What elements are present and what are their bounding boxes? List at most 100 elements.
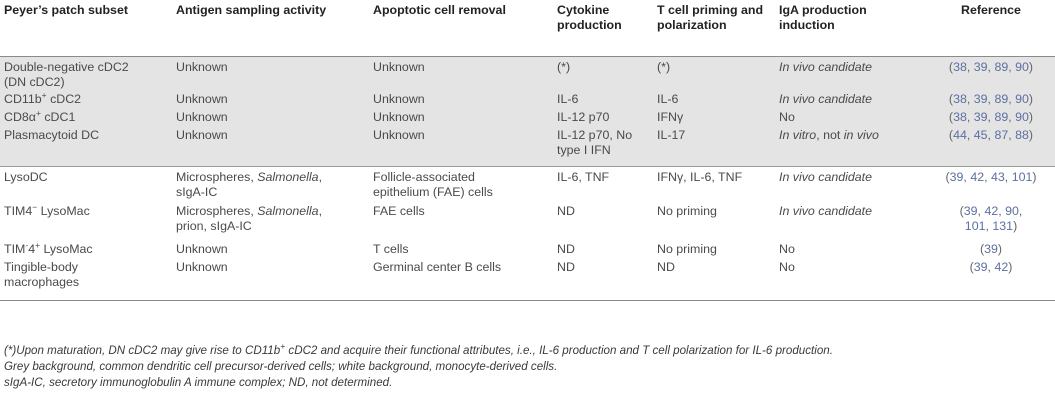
cell-apoptotic: Unknown bbox=[369, 92, 553, 110]
cell-reference: (39, 42, 43, 101) bbox=[945, 169, 1037, 184]
footnote-background: Grey background, common dendritic cell p… bbox=[4, 360, 558, 373]
reference-link[interactable]: 89 bbox=[994, 59, 1009, 74]
cell-tcell: IL-17 bbox=[653, 128, 775, 167]
cell-tcell: IL-6 bbox=[653, 92, 775, 110]
table-row: TIM-4+ LysoMac Unknown T cells ND No pri… bbox=[0, 239, 1055, 260]
cell-iga: In vivo candidate bbox=[775, 92, 927, 110]
reference-link[interactable]: 89 bbox=[994, 92, 1009, 106]
cell-subset: LysoDC bbox=[4, 169, 48, 184]
cell-reference: (38, 39, 89, 90) bbox=[927, 110, 1055, 128]
table-row: LysoDC Microspheres, Salmonella, sIgA-IC… bbox=[0, 166, 1055, 204]
cell-antigen: Microspheres, Salmonella, prion, sIgA-IC bbox=[176, 204, 323, 233]
reference-link[interactable]: 43 bbox=[991, 169, 1005, 184]
cell-reference: (39) bbox=[979, 242, 1003, 256]
cell-antigen: Unknown bbox=[172, 56, 369, 92]
cell-antigen: Microspheres, Salmonella, sIgA-IC bbox=[176, 169, 323, 199]
cell-tcell: No priming bbox=[657, 242, 717, 256]
cell-antigen: Unknown bbox=[176, 242, 228, 256]
reference-link[interactable]: 39 bbox=[973, 110, 988, 124]
reference-link[interactable]: 39 bbox=[973, 59, 988, 74]
table-row: CD8α+ cDC1 Unknown Unknown IL-12 p70 IFN… bbox=[0, 109, 1055, 128]
col-header-subset: Peyer’s patch subset bbox=[4, 3, 128, 17]
cell-tcell: ND bbox=[653, 260, 775, 301]
cell-antigen: Unknown bbox=[172, 260, 369, 301]
cell-iga: No bbox=[775, 260, 927, 301]
cell-antigen: Unknown bbox=[172, 110, 369, 128]
peyers-patch-table: Peyer’s patch subset Antigen sampling ac… bbox=[0, 3, 1055, 301]
reference-link[interactable]: 88 bbox=[1015, 128, 1029, 142]
col-header-apoptotic: Apoptotic cell removal bbox=[373, 3, 506, 17]
cell-tcell: IFNγ bbox=[653, 110, 775, 128]
reference-link[interactable]: 42 bbox=[994, 260, 1009, 274]
cell-iga: In vivo candidate bbox=[779, 169, 872, 184]
cell-reference: (39, 42) bbox=[927, 260, 1055, 301]
reference-link[interactable]: 87 bbox=[994, 128, 1009, 142]
cell-tcell: IFNγ, IL-6, TNF bbox=[657, 169, 743, 184]
table-row: Plasmacytoid DC Unknown Unknown IL-12 p7… bbox=[0, 128, 1055, 167]
cell-tcell: No priming bbox=[657, 204, 717, 218]
cell-antigen: Unknown bbox=[172, 128, 369, 167]
cell-iga: In vitro, not in vivo bbox=[775, 128, 927, 167]
col-header-iga: IgA production induction bbox=[779, 3, 867, 32]
cell-subset: Tingible-body macrophages bbox=[0, 260, 172, 301]
footnote-maturation: (*)Upon maturation, DN cDC2 may give ris… bbox=[4, 341, 833, 357]
cell-subset: TIM4− LysoMac bbox=[4, 201, 90, 218]
reference-link[interactable]: 39 bbox=[963, 204, 978, 218]
reference-link[interactable]: 101 bbox=[964, 219, 986, 233]
cell-subset: Plasmacytoid DC bbox=[0, 128, 172, 167]
reference-link[interactable]: 39 bbox=[973, 92, 988, 106]
cell-apoptotic: Unknown bbox=[369, 128, 553, 167]
cell-iga: In vivo candidate bbox=[779, 204, 872, 218]
reference-link[interactable]: 90 bbox=[1015, 110, 1029, 124]
table-row: Double-negative cDC2 (DN cDC2) Unknown U… bbox=[0, 56, 1055, 92]
cell-tcell: (*) bbox=[653, 56, 775, 92]
cell-apoptotic: Germinal center B cells bbox=[369, 260, 553, 301]
col-header-tcell: T cell priming and polarization bbox=[657, 3, 764, 32]
cell-apoptotic: FAE cells bbox=[373, 204, 425, 218]
cell-reference: (38, 39, 89, 90) bbox=[927, 92, 1055, 110]
cell-subset: Double-negative cDC2 (DN cDC2) bbox=[0, 56, 172, 92]
reference-link[interactable]: 90 bbox=[1015, 92, 1029, 106]
table-footnotes: (*)Upon maturation, DN cDC2 may give ris… bbox=[4, 341, 833, 391]
reference-link[interactable]: 38 bbox=[953, 110, 967, 124]
reference-link[interactable]: 131 bbox=[992, 219, 1014, 233]
cell-apoptotic: Unknown bbox=[369, 110, 553, 128]
cell-subset: CD8α+ cDC1 bbox=[0, 109, 172, 128]
reference-link[interactable]: 101 bbox=[1011, 169, 1033, 184]
cell-cytokine: ND bbox=[557, 204, 575, 218]
table-row: TIM4− LysoMac Microspheres, Salmonella, … bbox=[0, 201, 1055, 242]
footnote-abbreviations: sIgA-IC, secretory immunoglobulin A immu… bbox=[4, 376, 393, 389]
reference-link[interactable]: 45 bbox=[973, 128, 988, 142]
col-header-antigen: Antigen sampling activity bbox=[176, 3, 327, 17]
reference-link[interactable]: 89 bbox=[994, 110, 1009, 124]
cell-subset: CD11b+ cDC2 bbox=[0, 91, 172, 110]
cell-apoptotic: Unknown bbox=[369, 56, 553, 92]
cell-cytokine: IL-6 bbox=[553, 92, 653, 110]
reference-link[interactable]: 42 bbox=[970, 169, 985, 184]
reference-link[interactable]: 39 bbox=[984, 242, 998, 256]
reference-link[interactable]: 44 bbox=[953, 128, 967, 142]
cell-apoptotic: Follicle-associated epithelium (FAE) cel… bbox=[373, 169, 493, 199]
iga-value: In vivo candidate bbox=[779, 59, 872, 74]
reference-link[interactable]: 42 bbox=[984, 204, 999, 218]
cell-cytokine: IL-12 p70, No type I IFN bbox=[553, 128, 653, 167]
cell-subset: TIM-4+ LysoMac bbox=[4, 239, 93, 256]
cell-cytokine: IL-12 p70 bbox=[553, 110, 653, 128]
col-header-cytokine: Cytokine production bbox=[557, 3, 622, 32]
table-row: Tingible-body macrophages Unknown Germin… bbox=[0, 260, 1055, 301]
reference-link[interactable]: 90 bbox=[1005, 204, 1019, 218]
cell-reference: (38, 39, 89, 90) bbox=[927, 56, 1055, 92]
col-header-reference: Reference bbox=[961, 3, 1021, 17]
cell-reference: (44, 45, 87, 88) bbox=[927, 128, 1055, 167]
cell-cytokine: ND bbox=[557, 242, 575, 256]
reference-link[interactable]: 90 bbox=[1015, 59, 1029, 74]
reference-link[interactable]: 38 bbox=[953, 92, 967, 106]
cell-reference: (39, 42, 90, 101, 131) bbox=[959, 204, 1023, 233]
reference-link[interactable]: 39 bbox=[973, 260, 988, 274]
table-row: CD11b+ cDC2 Unknown Unknown IL-6 IL-6 In… bbox=[0, 91, 1055, 110]
reference-link[interactable]: 39 bbox=[949, 169, 964, 184]
cell-cytokine: IL-6, TNF bbox=[557, 169, 610, 184]
cell-cytokine: (*) bbox=[553, 56, 653, 92]
reference-link[interactable]: 38 bbox=[953, 59, 967, 74]
